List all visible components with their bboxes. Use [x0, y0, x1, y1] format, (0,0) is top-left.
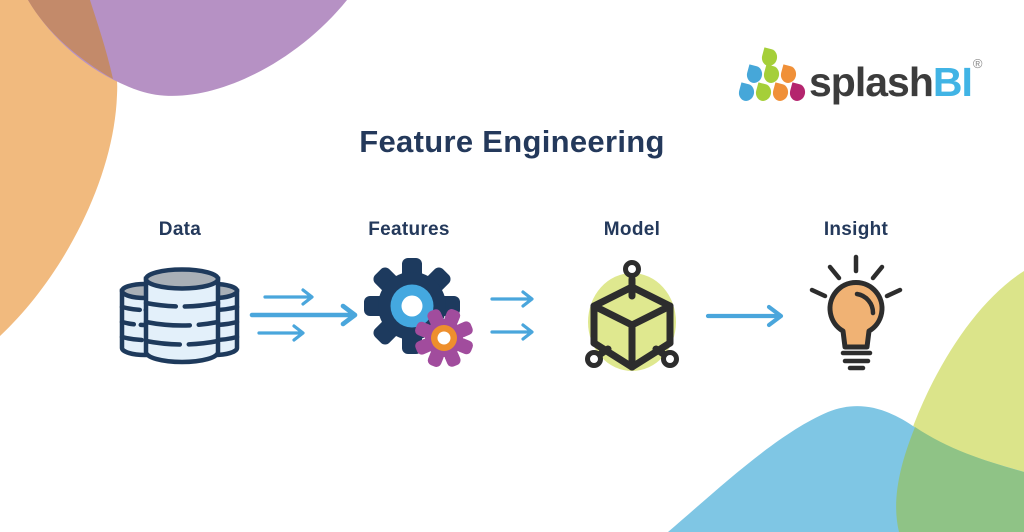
droplet-icon	[787, 81, 807, 103]
splashbi-logo: splashBI®	[736, 42, 983, 106]
step-label-data: Data	[158, 219, 202, 240]
arrow-model-to-insight	[705, 304, 784, 328]
droplet-icon	[778, 63, 798, 85]
database-icon	[119, 267, 240, 365]
registered-mark: ®	[972, 56, 983, 72]
logo-text-bi: BI	[932, 59, 973, 106]
green-blue-overlap	[896, 427, 1024, 532]
logo-text-splash: splash	[809, 59, 934, 106]
page-title: Feature Engineering	[359, 124, 665, 159]
gears-icon	[364, 258, 473, 367]
orange-purple-overlap	[28, 0, 113, 79]
lightbulb-icon	[809, 254, 903, 371]
arrows-features-to-model	[490, 290, 534, 341]
splashbi-droplets-icon	[736, 44, 809, 103]
droplet-icon	[736, 81, 756, 103]
droplet-icon	[744, 63, 764, 85]
logo-wordmark: splashBI®	[809, 56, 983, 106]
droplet-icon	[761, 63, 781, 85]
droplet-icon	[753, 81, 773, 103]
step-label-features: Features	[368, 219, 450, 240]
orange-blob-top-left	[0, 0, 118, 336]
arrows-data-to-features	[249, 288, 358, 342]
ml-cube-icon	[585, 260, 679, 371]
droplet-icon	[770, 81, 790, 103]
step-label-model: Model	[603, 219, 661, 240]
step-label-insight: Insight	[823, 219, 889, 240]
